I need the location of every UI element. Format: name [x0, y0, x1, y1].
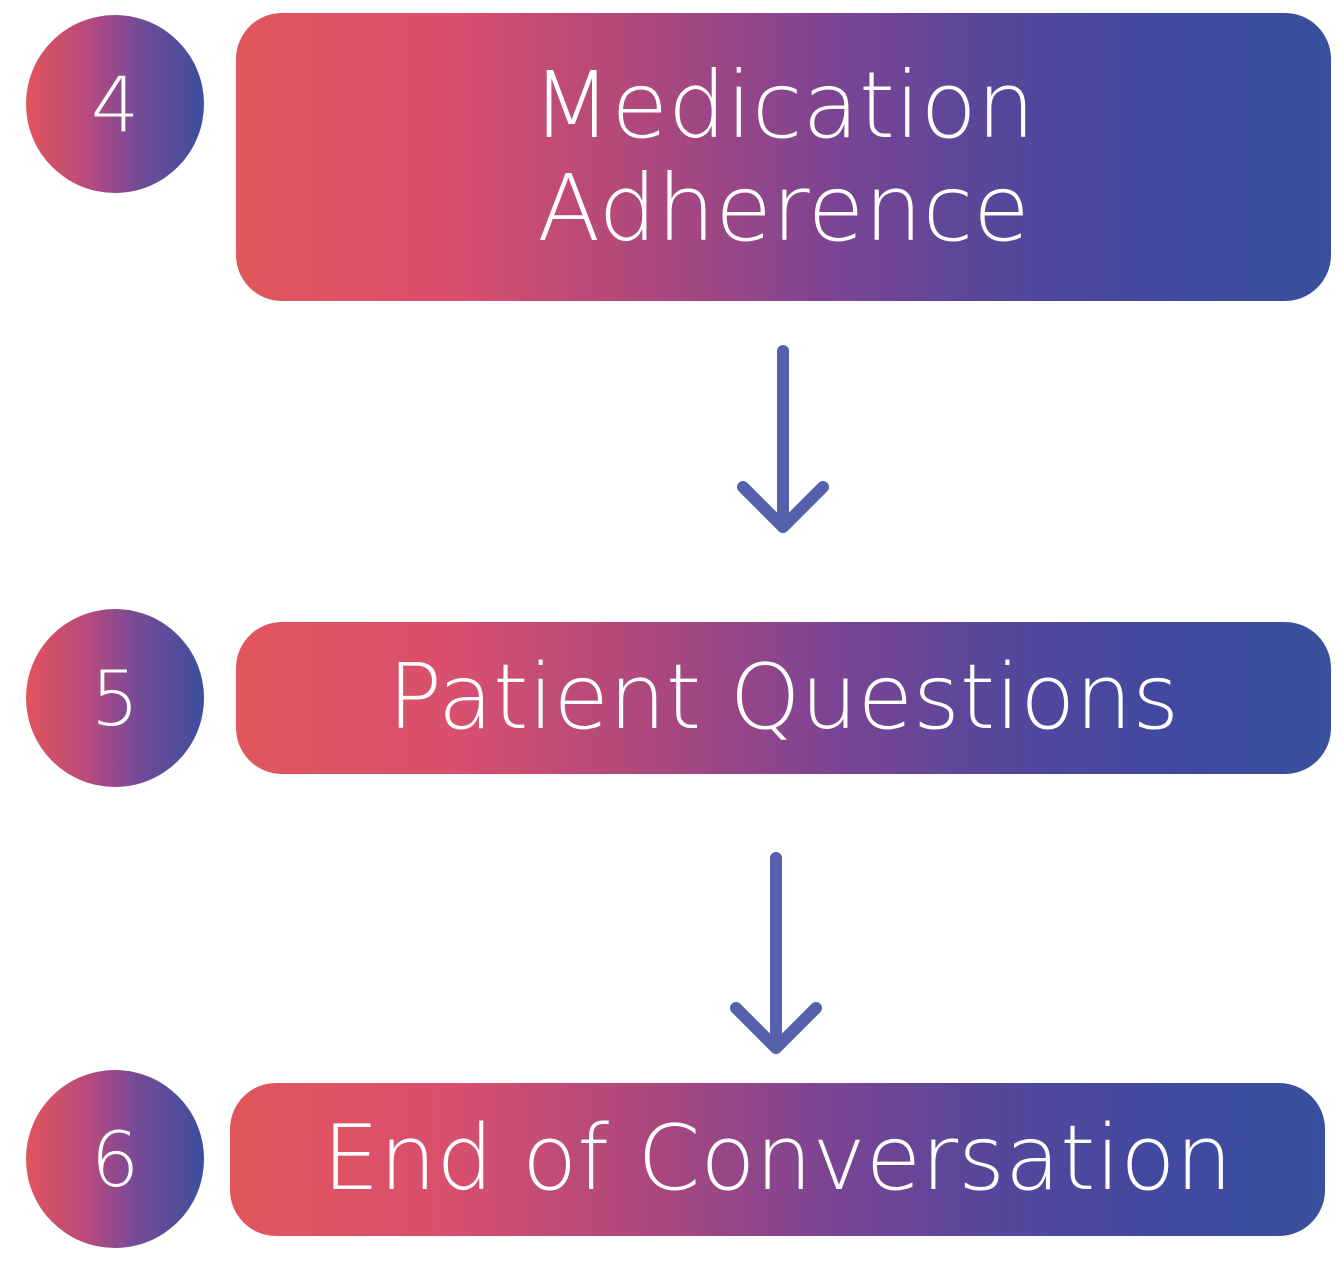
- step-label: Patient Questions: [387, 644, 1180, 750]
- step-number: 4: [90, 59, 140, 149]
- down-arrow-icon: [730, 852, 822, 1054]
- step-number-badge-6: 6: [26, 1070, 204, 1248]
- step-label: End of Conversation: [322, 1106, 1233, 1212]
- down-arrow-icon: [737, 345, 829, 533]
- step-number-badge-5: 5: [26, 609, 204, 787]
- step-label: Medication Adherence: [531, 51, 1036, 262]
- step-box-patient-questions: Patient Questions: [236, 622, 1331, 774]
- step-number: 5: [90, 653, 140, 743]
- step-number-badge-4: 4: [26, 15, 204, 193]
- step-box-medication-adherence: Medication Adherence: [236, 13, 1331, 301]
- step-number: 6: [90, 1114, 140, 1204]
- step-box-end-of-conversation: End of Conversation: [230, 1083, 1325, 1236]
